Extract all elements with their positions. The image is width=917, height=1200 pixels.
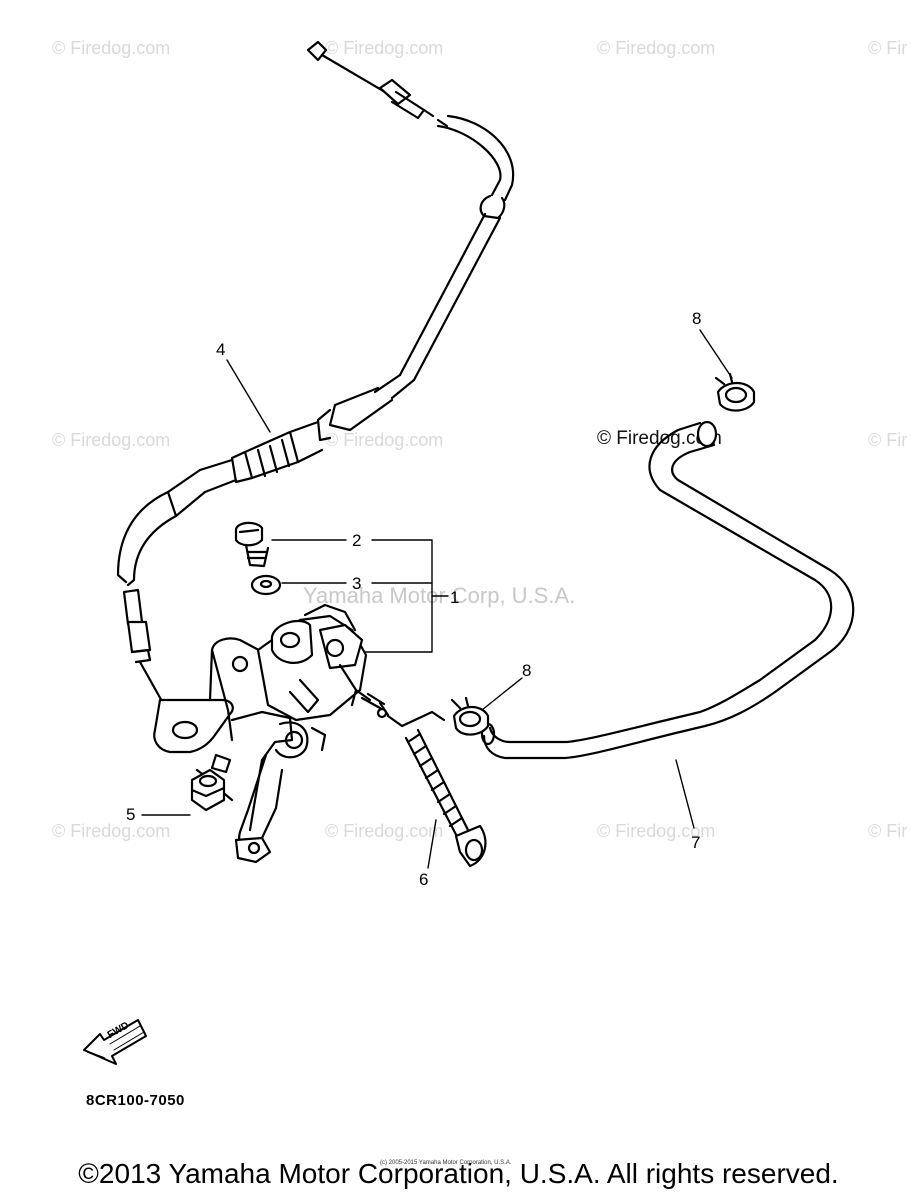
clip-8-upper (714, 372, 756, 412)
watermark-firedog: © Firedog.com (52, 38, 171, 58)
callout-5: 5 (126, 805, 136, 824)
leader-8-lower (481, 677, 523, 711)
callout-4: 4 (216, 340, 226, 359)
callout-2: 2 (352, 531, 362, 550)
screw-6 (404, 728, 487, 868)
pump-assembly (153, 603, 446, 864)
watermark-firedog: © Firedog.com (597, 38, 716, 58)
leader-4 (226, 359, 271, 433)
watermark-firedog-dark: © Firedog.com (597, 428, 722, 449)
watermark-firedog: © Firedog.com (325, 38, 444, 58)
leader-1-bracket (364, 539, 433, 653)
leader-lines (141, 329, 733, 869)
watermark-firedog: © Fir (868, 430, 908, 450)
callout-7: 7 (691, 833, 701, 852)
hose-7 (480, 420, 855, 760)
callout-6: 6 (419, 870, 429, 889)
washer-3 (250, 574, 282, 596)
callout-8-upper: 8 (692, 309, 702, 328)
watermark-firedog: © Firedog.com (325, 821, 444, 841)
watermark-firedog: © Fir (868, 821, 908, 841)
copyright-notice: ©2013 Yamaha Motor Corporation, U.S.A. A… (78, 1158, 839, 1189)
leader-8-upper (699, 329, 733, 379)
leader-7 (675, 759, 695, 829)
diagram-code: 8CR100-7050 (86, 1092, 185, 1109)
clip-8-lower (450, 696, 490, 736)
tiny-copyright: (c) 2005-2015 Yamaha Motor Corporation, … (380, 1160, 512, 1166)
watermark-firedog: © Fir (868, 38, 908, 58)
callout-8-lower: 8 (522, 661, 532, 680)
leader-6 (427, 819, 437, 869)
bolt-2 (234, 521, 270, 568)
callout-3: 3 (352, 574, 362, 593)
watermark-firedog: © Firedog.com (325, 430, 444, 450)
watermark-firedog: © Firedog.com (52, 821, 171, 841)
watermark-firedog: © Firedog.com (52, 430, 171, 450)
watermark-firedog: © Firedog.com (597, 821, 716, 841)
callout-1: 1 (450, 588, 460, 607)
nut-5 (190, 768, 226, 812)
fwd-arrow-icon (83, 1019, 147, 1065)
